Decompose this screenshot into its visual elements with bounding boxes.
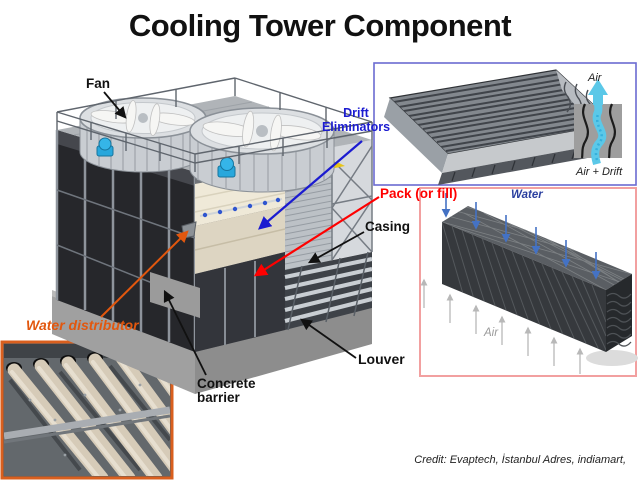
- fan-motor-right: [217, 157, 236, 178]
- pack-label: Pack (or fill): [380, 186, 458, 201]
- concrete-barrier-arrow: [163, 289, 207, 376]
- fan-blades: [202, 110, 322, 152]
- fan-right: [189, 107, 335, 193]
- pack-fill-inset: [419, 187, 638, 377]
- spray-nozzles: [202, 197, 281, 218]
- fan-blades: [90, 100, 196, 136]
- page-title: Cooling Tower Component: [128, 8, 512, 43]
- fan-motor-left: [96, 137, 114, 157]
- credit-text: Credit: Evaptech, İstanbul Adres, indiam…: [414, 454, 626, 466]
- casing-arrow: [307, 231, 365, 264]
- air-plus-drift-label: Air + Drift: [576, 166, 623, 178]
- concrete-barrier-wall: [150, 272, 200, 318]
- concrete-barrier-label: Concrete barrier: [197, 376, 256, 405]
- annotation-arrows: [100, 91, 380, 376]
- water-distributor-arrow: [100, 230, 189, 318]
- photo-beam: [4, 406, 170, 440]
- drift-eliminators-label: Drift Eliminators: [321, 106, 391, 134]
- drift-eliminators-arrow: [257, 140, 363, 230]
- water-down-arrows: [441, 193, 601, 280]
- air-out-label: Air: [588, 72, 602, 84]
- fan-label: Fan: [86, 76, 111, 91]
- air-up-arrows: [420, 278, 584, 374]
- right-frame: [331, 140, 373, 261]
- air-in-label: Air: [484, 327, 499, 339]
- louver-label: Louver: [358, 351, 405, 367]
- casing-label: Casing: [365, 219, 411, 234]
- water-label: Water: [511, 189, 543, 201]
- distribution-pipe: [199, 198, 283, 217]
- pack-arrow: [253, 196, 380, 277]
- fan-arrow: [103, 91, 127, 119]
- s-flow-diagram: [574, 79, 622, 166]
- water-distributor-label: Water distributor: [26, 317, 139, 333]
- drift-eliminator-inset: [373, 62, 637, 186]
- louver-bank: [284, 251, 373, 331]
- louver-arrow: [300, 318, 357, 359]
